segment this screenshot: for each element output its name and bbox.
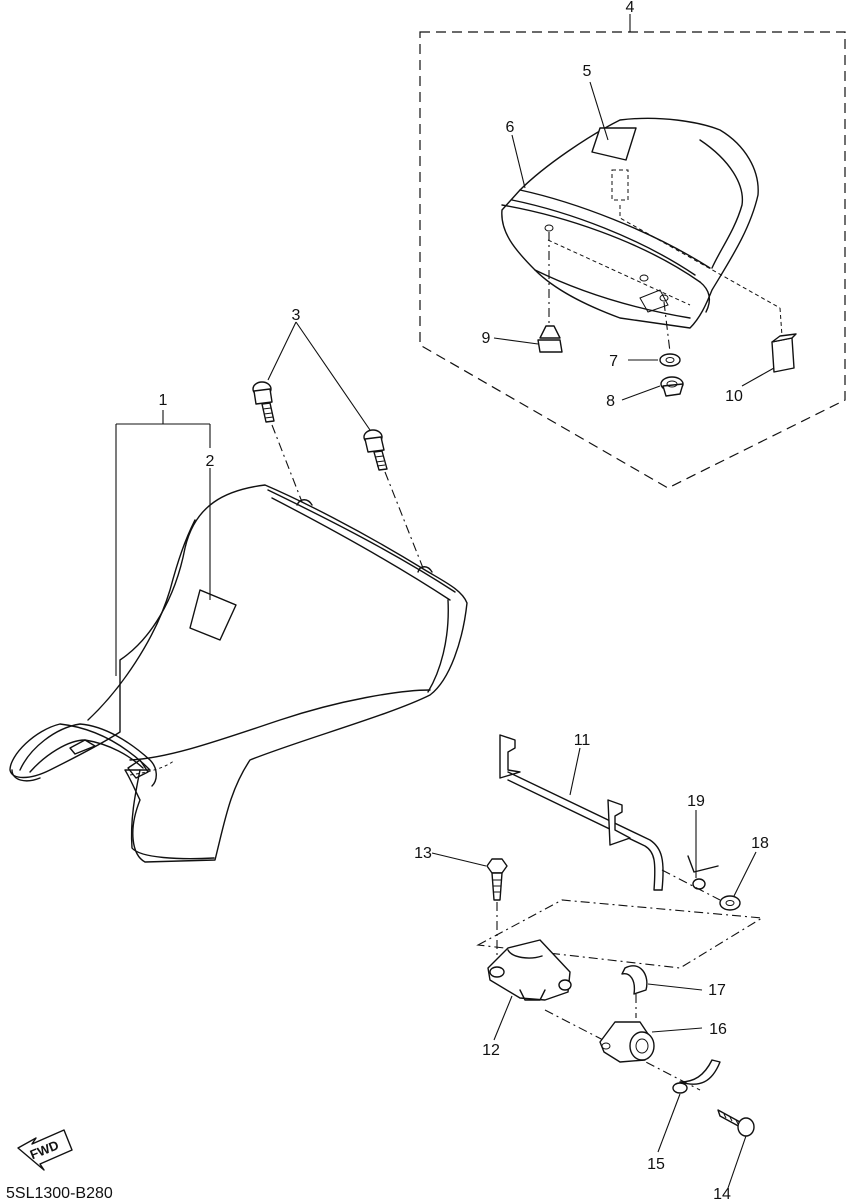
grommet-axis xyxy=(663,301,671,353)
callout-7: 7 xyxy=(609,353,618,370)
callout-1: 1 xyxy=(159,392,168,409)
seat[interactable] xyxy=(9,484,468,863)
damper[interactable] xyxy=(771,333,797,373)
callout-18: 18 xyxy=(751,835,769,852)
lock-clip[interactable] xyxy=(672,1059,721,1094)
spring-clip[interactable] xyxy=(687,855,719,890)
callout-12: 12 xyxy=(482,1042,500,1059)
callout-14: 14 xyxy=(713,1186,731,1202)
callout-11: 11 xyxy=(574,732,591,749)
lock-mount-plane xyxy=(476,899,764,969)
lock-sleeve[interactable] xyxy=(621,965,648,995)
callout-4: 4 xyxy=(626,0,635,16)
lock-washer[interactable] xyxy=(719,895,741,911)
diagram-code: 5SL1300-B280 xyxy=(6,1185,113,1202)
assembly-boundary xyxy=(419,31,846,489)
leader-lines xyxy=(115,14,775,1189)
callout-15: 15 xyxy=(647,1156,665,1173)
lock-screw[interactable] xyxy=(717,1109,755,1137)
seat-label[interactable] xyxy=(189,589,237,641)
washer[interactable] xyxy=(659,353,681,367)
callout-9: 9 xyxy=(482,330,491,347)
seat-bolt-left[interactable] xyxy=(252,381,275,423)
seat-cowl[interactable] xyxy=(501,117,781,329)
callouts: 1 2 3 4 5 6 7 8 9 10 11 12 13 14 15 16 1… xyxy=(159,0,769,1202)
lock-bracket[interactable] xyxy=(487,939,572,1001)
callout-2: 2 xyxy=(206,453,215,470)
lock-cylinder[interactable] xyxy=(599,1021,655,1063)
callout-13: 13 xyxy=(414,845,432,862)
bolt-axis-left xyxy=(271,424,303,503)
callout-3: 3 xyxy=(292,307,301,324)
fwd-arrow-icon: FWD xyxy=(17,1129,73,1171)
callout-16: 16 xyxy=(709,1021,727,1038)
callout-6: 6 xyxy=(506,119,515,136)
lock-rod-axis xyxy=(661,869,721,901)
callout-8: 8 xyxy=(606,393,615,410)
lock-rod[interactable] xyxy=(499,734,664,891)
cowl-bolt[interactable] xyxy=(537,325,563,353)
callout-10: 10 xyxy=(725,388,743,405)
callout-5: 5 xyxy=(583,63,592,80)
callout-19: 19 xyxy=(687,793,705,810)
grommet[interactable] xyxy=(660,376,684,397)
callout-17: 17 xyxy=(708,982,726,999)
bolt-axis-right xyxy=(384,471,424,569)
lock-bolt[interactable] xyxy=(486,858,508,901)
seat-bolt-right[interactable] xyxy=(363,429,388,471)
damper-axis xyxy=(779,307,783,337)
cowl-label[interactable] xyxy=(591,127,637,161)
